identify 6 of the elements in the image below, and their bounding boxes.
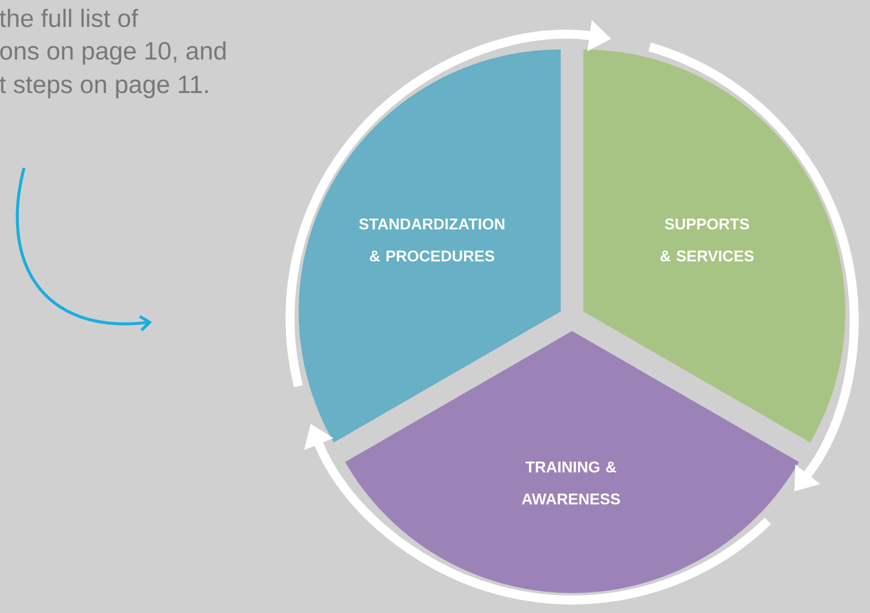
note-text: ons on page 10, and <box>0 41 226 65</box>
note-text: the full list of <box>0 8 138 28</box>
note-text: t steps on page 11. <box>0 76 208 98</box>
pie-sector: STANDARDIZATION & PROCEDURES <box>298 50 561 442</box>
pie-sector: SUPPORTS & SERVICES <box>583 50 846 442</box>
pie-sector: TRAINING & AWARENESS <box>345 331 799 594</box>
